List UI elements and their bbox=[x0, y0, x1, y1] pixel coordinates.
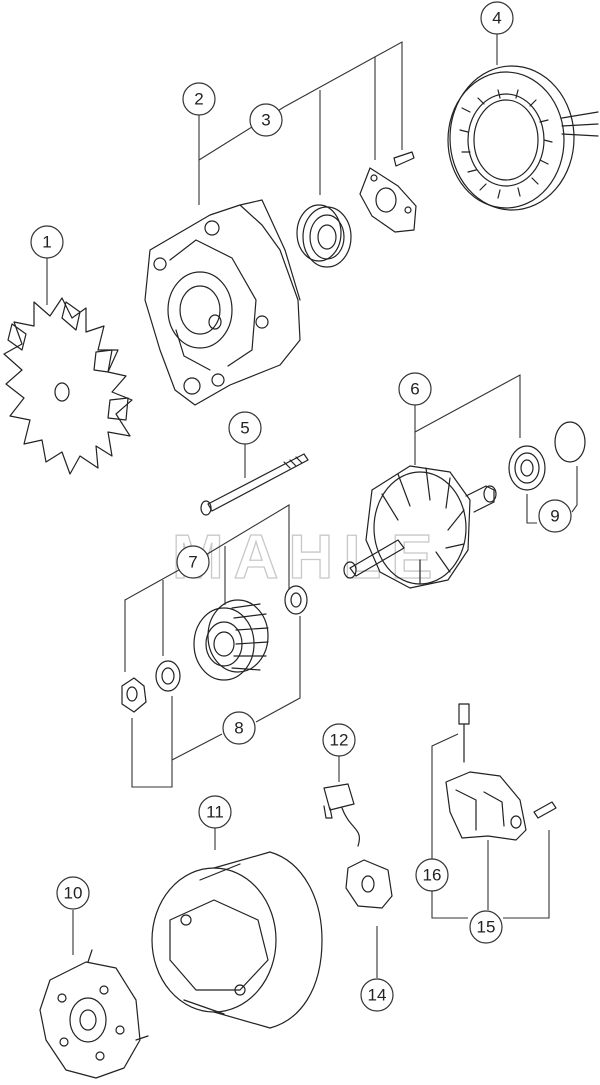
part-4-stator bbox=[447, 65, 599, 211]
callout-1: 1 bbox=[30, 225, 64, 259]
callout-1-label: 1 bbox=[42, 233, 51, 252]
callout-14-label: 14 bbox=[368, 986, 387, 1005]
callout-9: 9 bbox=[538, 499, 572, 533]
callout-6: 6 bbox=[398, 372, 432, 406]
part-3-bearing-set bbox=[296, 151, 417, 268]
callout-4-label: 4 bbox=[492, 9, 501, 28]
callout-11: 11 bbox=[198, 795, 232, 829]
callout-3: 3 bbox=[249, 103, 283, 137]
callout-10: 10 bbox=[56, 876, 90, 910]
callout-6-label: 6 bbox=[410, 380, 419, 399]
callout-7: 7 bbox=[176, 545, 210, 579]
leader-lines bbox=[46, 34, 578, 978]
callout-16: 16 bbox=[415, 858, 449, 892]
callout-5-label: 5 bbox=[240, 419, 249, 438]
callout-7-label: 7 bbox=[188, 553, 197, 572]
part-2-drive-end-bracket bbox=[144, 199, 301, 406]
callout-9-label: 9 bbox=[550, 507, 559, 526]
callout-8: 8 bbox=[222, 711, 256, 745]
part-7-pulley-set bbox=[121, 585, 308, 713]
part-15-regulator bbox=[445, 771, 557, 841]
callout-15-label: 15 bbox=[477, 918, 496, 937]
part-14-terminal-plate bbox=[345, 859, 393, 909]
callout-16-label: 16 bbox=[423, 866, 442, 885]
part-6-rotor bbox=[343, 465, 497, 589]
callout-11-label: 11 bbox=[206, 803, 224, 822]
part-11-rear-housing bbox=[151, 851, 323, 1029]
callout-2-label: 2 bbox=[194, 90, 203, 109]
callout-14: 14 bbox=[360, 978, 394, 1012]
callout-10-label: 10 bbox=[64, 884, 83, 903]
callout-12: 12 bbox=[322, 723, 356, 757]
callout-8-label: 8 bbox=[234, 719, 243, 738]
part-10-rectifier bbox=[39, 949, 149, 1079]
callout-4: 4 bbox=[480, 1, 514, 35]
part-16-brush bbox=[458, 703, 470, 763]
callout-2: 2 bbox=[182, 82, 216, 116]
part-9-rear-bearing bbox=[508, 421, 586, 491]
part-5-through-bolt bbox=[200, 453, 309, 516]
callout-12-label: 12 bbox=[330, 731, 349, 750]
callout-5: 5 bbox=[228, 411, 262, 445]
part-12-capacitor bbox=[323, 783, 360, 847]
mahle-watermark: MAHLE bbox=[172, 523, 442, 592]
callout-3-label: 3 bbox=[261, 111, 270, 130]
part-1-fan bbox=[3, 297, 133, 475]
callout-15: 15 bbox=[469, 910, 503, 944]
